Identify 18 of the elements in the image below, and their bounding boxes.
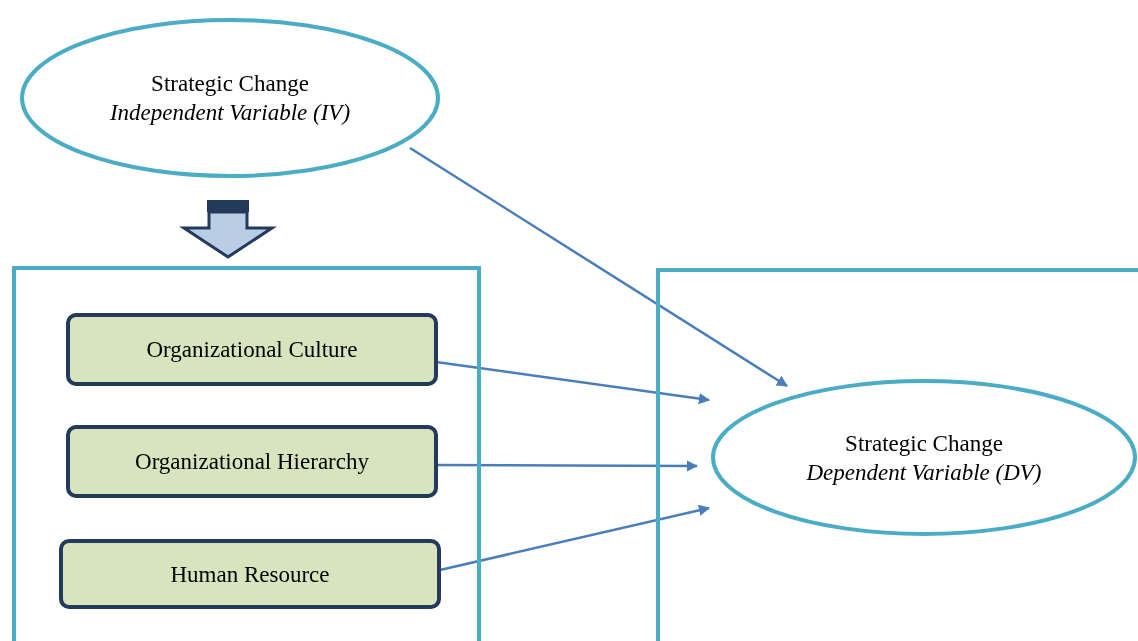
factor-box [59,539,441,609]
arrow [409,146,788,388]
variable-type: Independent Variable (IV) [109,99,351,127]
variable-name: Human Resource [170,560,330,589]
group-frame [656,268,1138,641]
variable-name: Organizational Culture [146,336,358,364]
group-frame [12,266,481,641]
variable-type: Dependent Variable (DV) [806,458,1042,487]
variable-name: Strategic Change [845,429,1003,458]
arrow [439,504,711,572]
factor-box [66,313,438,386]
block-arrow [179,200,277,259]
variable-ellipse [711,379,1137,536]
variable-ellipse [20,18,440,178]
factor-box [66,425,438,498]
variable-name: Strategic Change [151,70,309,98]
arrow [436,460,699,472]
variable-name: Organizational Hierarchy [135,448,369,476]
